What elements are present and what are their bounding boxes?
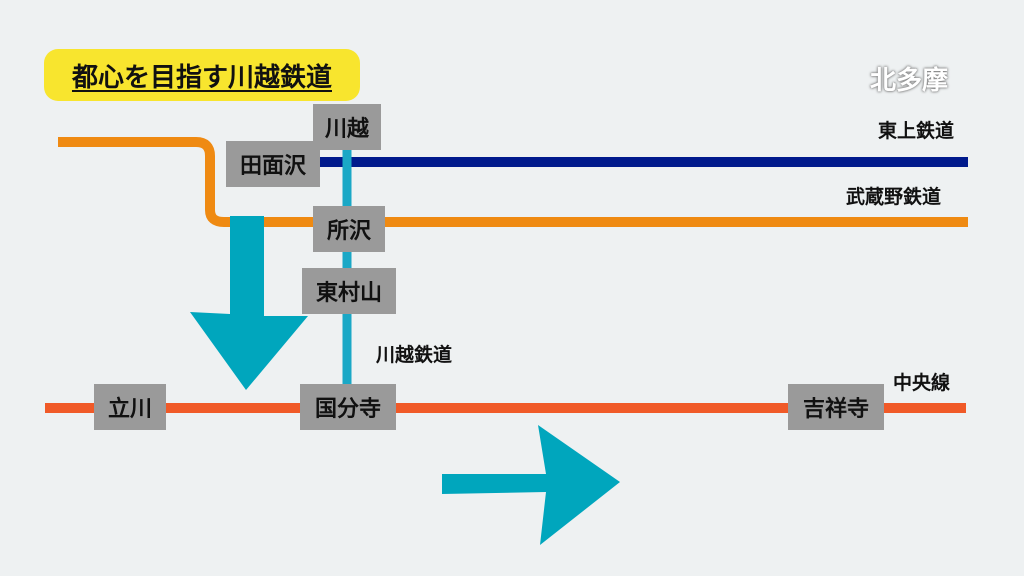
- musashino-line: [58, 137, 968, 227]
- down-arrow: [190, 216, 308, 390]
- station-tamozawa: 田面沢: [226, 141, 320, 187]
- station-tachikawa: 立川: [94, 384, 166, 430]
- region-label: 北多摩: [870, 66, 949, 96]
- musashino-line-label: 武蔵野鉄道: [846, 186, 942, 208]
- page-title: 都心を目指す川越鉄道: [71, 62, 332, 93]
- station-higashimurayama: 東村山: [302, 268, 396, 314]
- station-tokorozawa: 所沢: [313, 206, 385, 252]
- title-banner: 都心を目指す川越鉄道: [44, 49, 360, 101]
- kawagoe-line-label: 川越鉄道: [376, 344, 453, 366]
- station-kokubunji: 国分寺: [300, 384, 396, 430]
- tojo-line-label: 東上鉄道: [878, 120, 955, 142]
- right-arrow: [442, 425, 620, 545]
- station-kawagoe: 川越: [313, 104, 381, 150]
- station-kichijoji: 吉祥寺: [788, 384, 884, 430]
- chuo-line-label: 中央線: [893, 372, 951, 394]
